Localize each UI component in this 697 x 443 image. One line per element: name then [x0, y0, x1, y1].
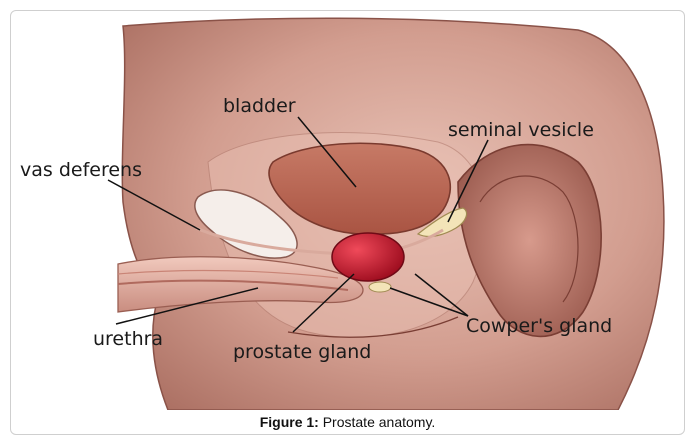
prostate-gland	[332, 233, 404, 281]
label-bladder: bladder	[223, 95, 296, 117]
figure-caption: Figure 1: Prostate anatomy.	[10, 414, 685, 430]
caption-text: Prostate anatomy.	[319, 414, 435, 430]
caption-prefix: Figure 1:	[260, 414, 319, 430]
label-vas-deferens: vas deferens	[20, 159, 142, 181]
label-cowpers-gland: Cowper's gland	[466, 315, 612, 337]
prostate-anatomy-illustration: bladder seminal vesicle vas deferens ure…	[18, 12, 679, 410]
label-urethra: urethra	[93, 328, 163, 350]
label-seminal-vesicle: seminal vesicle	[448, 119, 594, 141]
cowpers-gland	[369, 282, 391, 292]
label-prostate-gland: prostate gland	[233, 341, 371, 363]
